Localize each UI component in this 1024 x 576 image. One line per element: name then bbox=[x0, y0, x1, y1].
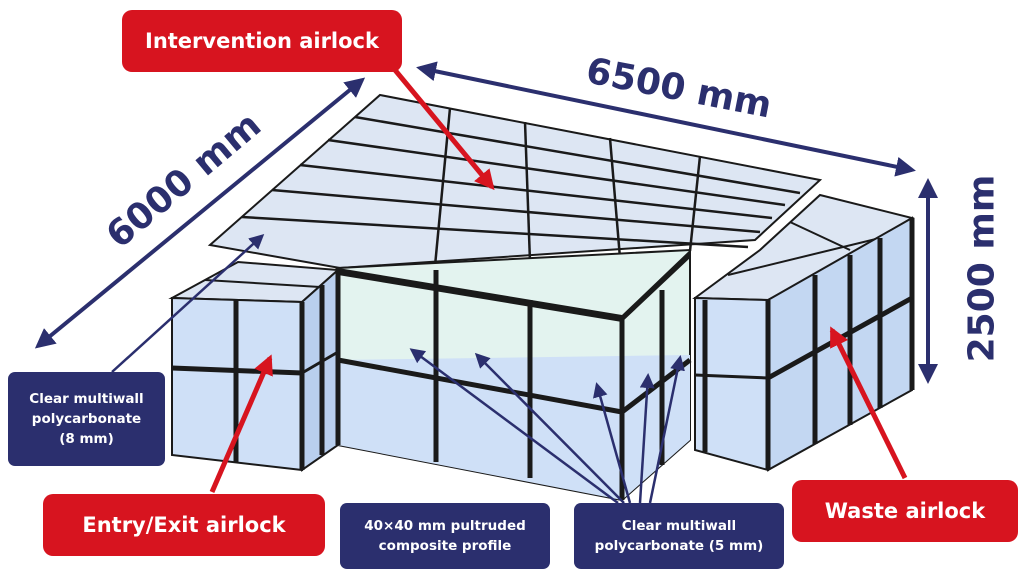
red-leader-lines bbox=[209, 68, 908, 493]
pc5-line-2: polycarbonate (5 mm) bbox=[594, 538, 764, 554]
profile-line-2: composite profile bbox=[378, 538, 512, 554]
pc8-line-2: polycarbonate bbox=[31, 411, 142, 427]
pc8-line-3: (8 mm) bbox=[59, 431, 114, 447]
main-roof bbox=[207, 93, 823, 270]
dimension-arrows bbox=[34, 61, 938, 384]
polycarbonate-8mm-label: Clear multiwall polycarbonate (8 mm) bbox=[8, 372, 165, 466]
main-front-wall bbox=[335, 248, 692, 502]
entry-exit-module bbox=[168, 260, 341, 472]
width-arrow bbox=[416, 61, 916, 177]
composite-profile-label: 40×40 mm pultruded composite profile bbox=[340, 503, 550, 569]
entry-exit-airlock-label: Entry/Exit airlock bbox=[43, 494, 325, 556]
intervention-airlock-label: Intervention airlock bbox=[122, 10, 402, 72]
depth-arrow bbox=[34, 77, 366, 349]
waste-airlock-label: Waste airlock bbox=[792, 480, 1018, 542]
leader-lines bbox=[111, 233, 685, 505]
pc5-line-1: Clear multiwall bbox=[621, 518, 737, 534]
height-dimension: 2500 mm bbox=[961, 174, 1003, 363]
polycarbonate-5mm-label: Clear multiwall polycarbonate (5 mm) bbox=[574, 503, 784, 569]
profile-line-1: 40×40 mm pultruded bbox=[364, 518, 526, 534]
pc8-line-1: Clear multiwall bbox=[29, 391, 144, 407]
